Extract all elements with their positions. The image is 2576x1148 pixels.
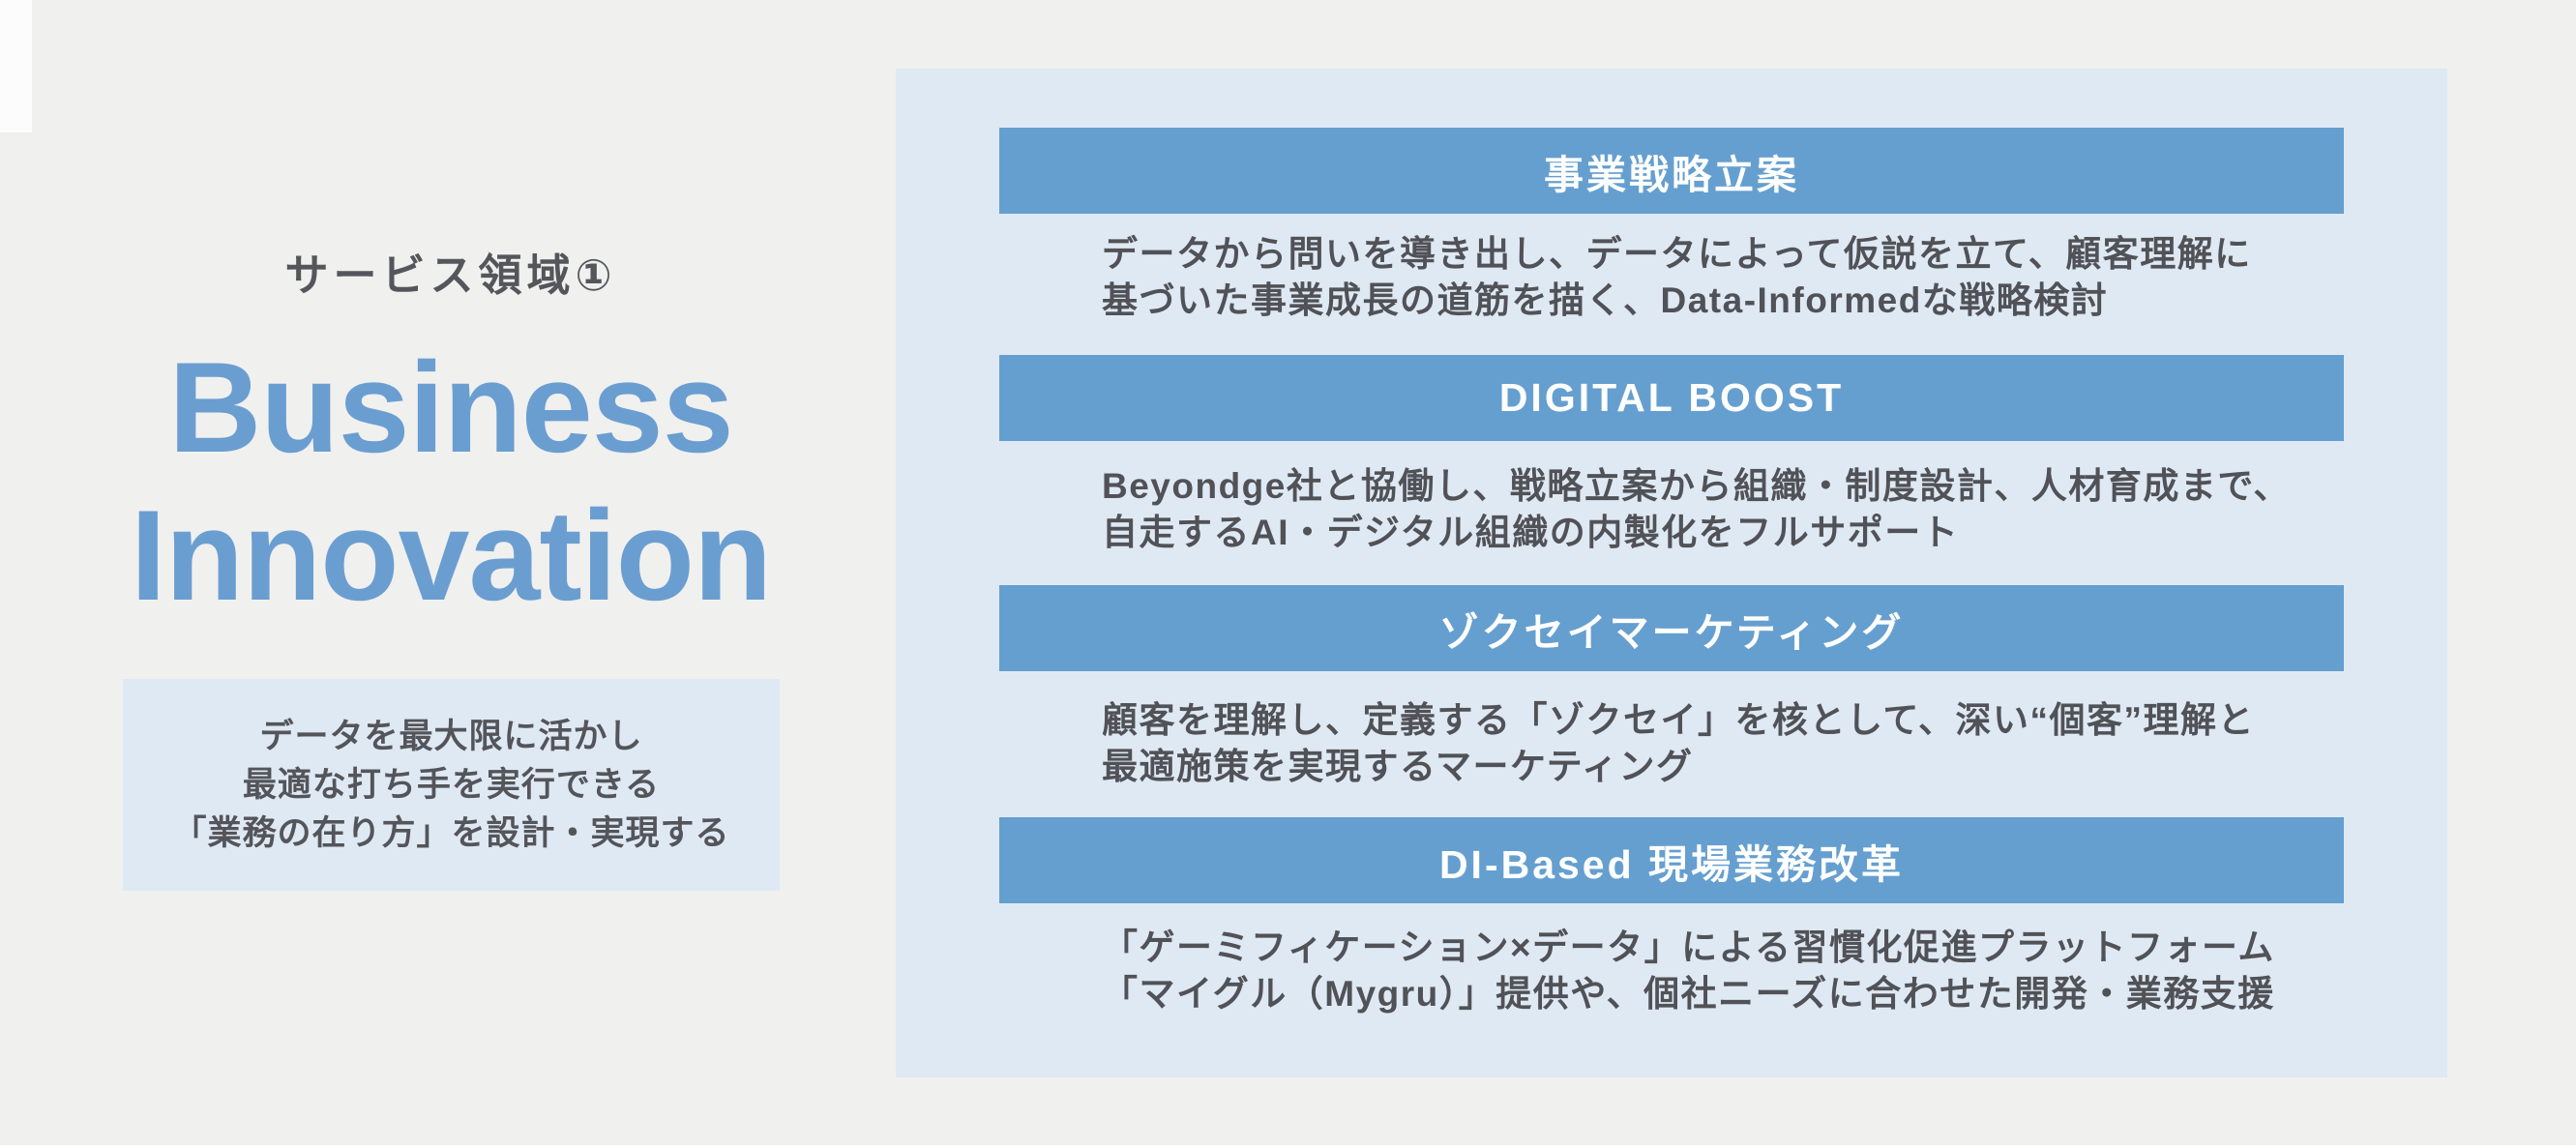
- section-2-header: DIGITAL BOOST: [999, 355, 2344, 441]
- left-description-box: データを最大限に活かし 最適な打ち手を実行できる 「業務の在り方」を設計・実現す…: [123, 679, 780, 891]
- section-3-description-line2: 最適施策を実現するマーケティング: [1102, 747, 1694, 786]
- services-panel: 事業戦略立案 データから問いを導き出し、データによって仮説を立て、顧客理解に 基…: [896, 69, 2447, 1077]
- section-4-description: 「ゲーミフィケーション×データ」による習慣化促進プラットフォーム 「マイグル（M…: [1102, 925, 2359, 1017]
- section-4-title: DI-Based 現場業務改革: [1438, 841, 1905, 887]
- section-4-header: DI-Based 現場業務改革: [999, 817, 2344, 903]
- section-1-title: 事業戦略立案: [1544, 152, 1799, 197]
- section-1-header: 事業戦略立案: [999, 128, 2344, 214]
- section-3-title: ゾクセイマーケティング: [1438, 609, 1905, 655]
- section-2-title: DIGITAL BOOST: [1498, 375, 1845, 420]
- section-1-description-line1: データから問いを導き出し、データによって仮説を立て、顧客理解に: [1102, 234, 2252, 274]
- bottom-edge-strip: [0, 1145, 2576, 1148]
- section-4-description-line1: 「ゲーミフィケーション×データ」による習慣化促進プラットフォーム: [1102, 927, 2275, 967]
- section-2-description: Beyondge社と協働し、戦略立案から組織・制度設計、人材育成まで、 自走する…: [1102, 463, 2359, 556]
- section-2-description-line1: Beyondge社と協働し、戦略立案から組織・制度設計、人材育成まで、: [1102, 466, 2291, 506]
- section-3-description: 顧客を理解し、定義する「ゾクセイ」を核として、深い“個客”理解と 最適施策を実現…: [1102, 697, 2359, 790]
- corner-artifact: [0, 0, 32, 132]
- description-line: 「業務の在り方」を設計・実現する: [172, 813, 730, 852]
- section-1-description: データから問いを導き出し、データによって仮説を立て、顧客理解に 基づいた事業成長…: [1102, 231, 2359, 324]
- section-1-description-line2: 基づいた事業成長の道筋を描く、Data-Informedな戦略検討: [1102, 280, 2109, 320]
- page-title-line1: Business: [168, 337, 733, 480]
- page-title-line2: Innovation: [130, 485, 772, 628]
- description-line: データを最大限に活かし: [259, 717, 643, 755]
- section-2-description-line2: 自走するAI・デジタル組織の内製化をフルサポート: [1102, 513, 1960, 552]
- service-area-label: サービス領域①: [284, 250, 617, 300]
- page-title: Business Innovation: [0, 335, 902, 631]
- section-3-description-line1: 顧客を理解し、定義する「ゾクセイ」を核として、深い“個客”理解と: [1102, 700, 2256, 740]
- section-4-description-line2: 「マイグル（Mygru）」提供や、個社ニーズに合わせた開発・業務支援: [1102, 974, 2275, 1014]
- description-line: 最適な打ち手を実行できる: [242, 765, 661, 804]
- section-3-header: ゾクセイマーケティング: [999, 585, 2344, 671]
